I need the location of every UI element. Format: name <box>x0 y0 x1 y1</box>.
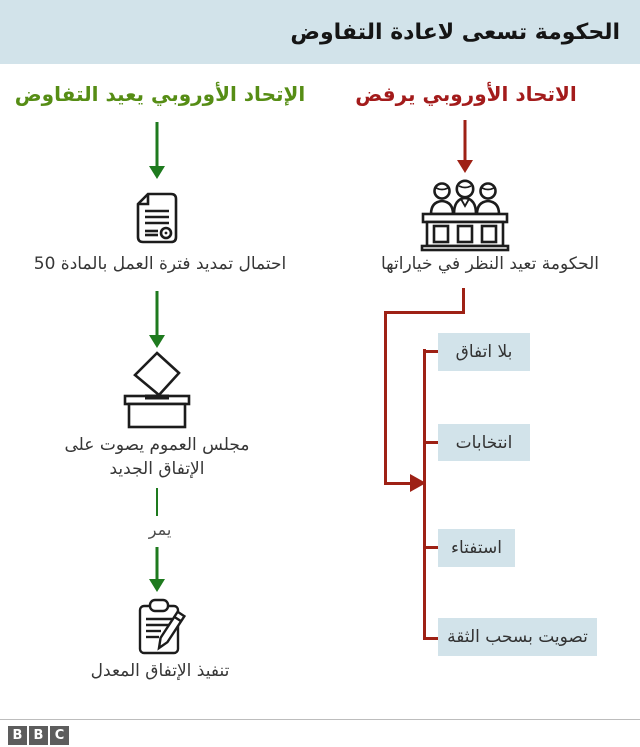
red-connector-line <box>462 288 465 314</box>
left-branch-title: الإتحاد الأوروبي يعيد التفاوض <box>14 82 306 106</box>
green-down-arrow-icon <box>148 547 166 593</box>
red-down-arrow-icon <box>456 120 474 174</box>
green-down-arrow-icon <box>148 122 166 180</box>
parliament-panel-icon <box>417 178 513 254</box>
bbc-logo-block: B <box>29 726 48 745</box>
clipboard-pencil-icon <box>133 598 189 658</box>
red-stub-line <box>423 441 438 444</box>
option-box-no-confidence-vote: تصويت بسحب الثقة <box>438 618 597 656</box>
red-connector-line <box>384 311 465 314</box>
red-arrowhead-icon <box>410 474 426 492</box>
red-connector-line <box>384 482 412 485</box>
bbc-logo-block: C <box>50 726 69 745</box>
left-step1-label: احتمال تمديد فترة العمل بالمادة 50 <box>33 254 287 274</box>
left-step3-label: تنفيذ الإتفاق المعدل <box>90 661 230 681</box>
right-branch-title: الاتحاد الأوروبي يرفض <box>355 82 577 106</box>
red-stub-line <box>423 546 438 549</box>
bbc-logo-block: B <box>8 726 27 745</box>
option-box-no-deal: بلا اتفاق <box>438 333 530 371</box>
option-box-elections: انتخابات <box>438 424 530 461</box>
pass-connector-label: يمر <box>148 520 172 539</box>
left-step2-label: مجلس العموم يصوت على الإتفاق الجديد <box>64 435 250 479</box>
document-seal-icon <box>134 191 180 245</box>
header-bar: الحكومة تسعى لاعادة التفاوض <box>0 0 640 64</box>
footer-divider <box>0 719 640 720</box>
red-stub-line <box>423 350 438 353</box>
ballot-box-icon <box>118 350 196 430</box>
page-title: الحكومة تسعى لاعادة التفاوض <box>290 20 620 45</box>
red-spine-line <box>423 349 426 640</box>
option-box-referendum: استفتاء <box>438 529 515 567</box>
red-stub-line <box>423 637 438 640</box>
red-connector-line <box>384 311 387 485</box>
right-step1-label: الحكومة تعيد النظر في خياراتها <box>380 254 600 274</box>
green-down-arrow-icon <box>148 291 166 349</box>
green-connector-line <box>156 488 158 516</box>
bbc-logo: B B C <box>8 726 69 745</box>
